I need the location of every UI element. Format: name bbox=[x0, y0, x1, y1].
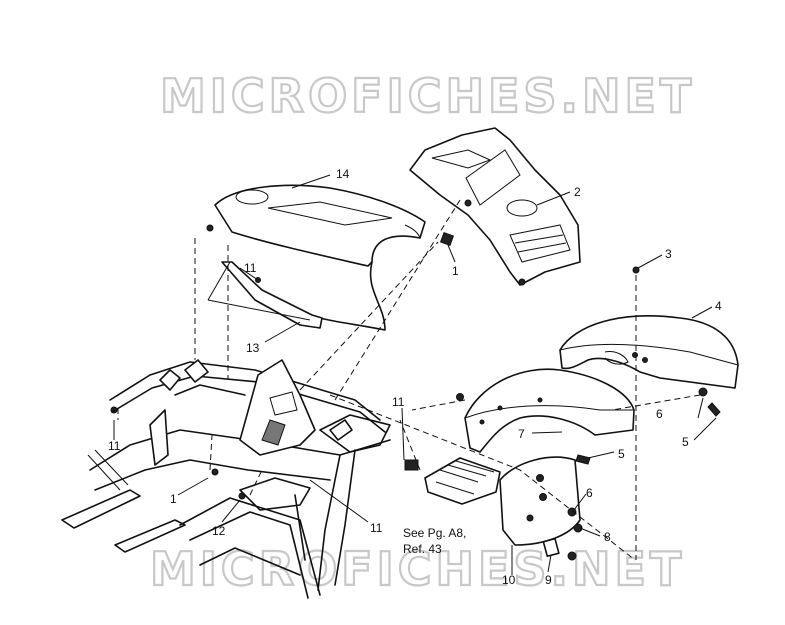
part-10-mud-flap bbox=[499, 456, 581, 546]
front-fender bbox=[464, 368, 635, 453]
part-4-rear-fender bbox=[559, 315, 739, 389]
watermark-bottom: MICROFICHES.NET bbox=[150, 542, 685, 596]
part-13-bracket bbox=[207, 261, 323, 329]
callout-13: 13 bbox=[246, 341, 260, 355]
callout-10: 10 bbox=[502, 573, 516, 587]
callout-9: 9 bbox=[545, 573, 552, 587]
part-1-clip-upper bbox=[439, 231, 455, 247]
frame bbox=[61, 359, 391, 599]
callout-leaders bbox=[113, 174, 717, 575]
callout-11-left: 11 bbox=[108, 439, 121, 453]
callout-11-footrest: 11 bbox=[392, 395, 405, 409]
callout-2: 2 bbox=[574, 185, 581, 199]
callout-7: 7 bbox=[518, 427, 525, 441]
part-9-plate bbox=[542, 537, 560, 558]
callout-5-right: 5 bbox=[682, 435, 689, 449]
part-14-front-cover bbox=[214, 184, 426, 331]
callout-3: 3 bbox=[665, 247, 672, 261]
part-2-headlight-pod bbox=[409, 127, 581, 286]
callout-14: 14 bbox=[336, 167, 350, 181]
callout-labels: 14 2 3 4 1 11 13 6 5 5 7 6 8 9 10 11 11 … bbox=[108, 167, 722, 587]
callout-5-mid: 5 bbox=[618, 447, 625, 461]
callout-6-right: 6 bbox=[656, 407, 663, 421]
callout-12: 12 bbox=[212, 524, 226, 538]
callout-4: 4 bbox=[715, 299, 722, 313]
watermark-top: MICROFICHES.NET bbox=[160, 69, 695, 123]
note-line-2: Ref. 43 bbox=[403, 542, 442, 556]
note-line-1: See Pg. A8, bbox=[403, 526, 466, 540]
callout-11-bottom: 11 bbox=[370, 521, 383, 535]
callout-6-mid: 6 bbox=[586, 486, 593, 500]
hardware bbox=[110, 224, 721, 561]
callout-8: 8 bbox=[604, 530, 611, 544]
callout-1-lower: 1 bbox=[170, 492, 177, 506]
callout-11-top: 11 bbox=[244, 261, 257, 275]
reference-note: See Pg. A8, Ref. 43 bbox=[403, 526, 466, 556]
callout-1-upper: 1 bbox=[452, 264, 459, 278]
assembly-leader-lines bbox=[117, 199, 701, 561]
part-11-footrest bbox=[424, 457, 501, 505]
